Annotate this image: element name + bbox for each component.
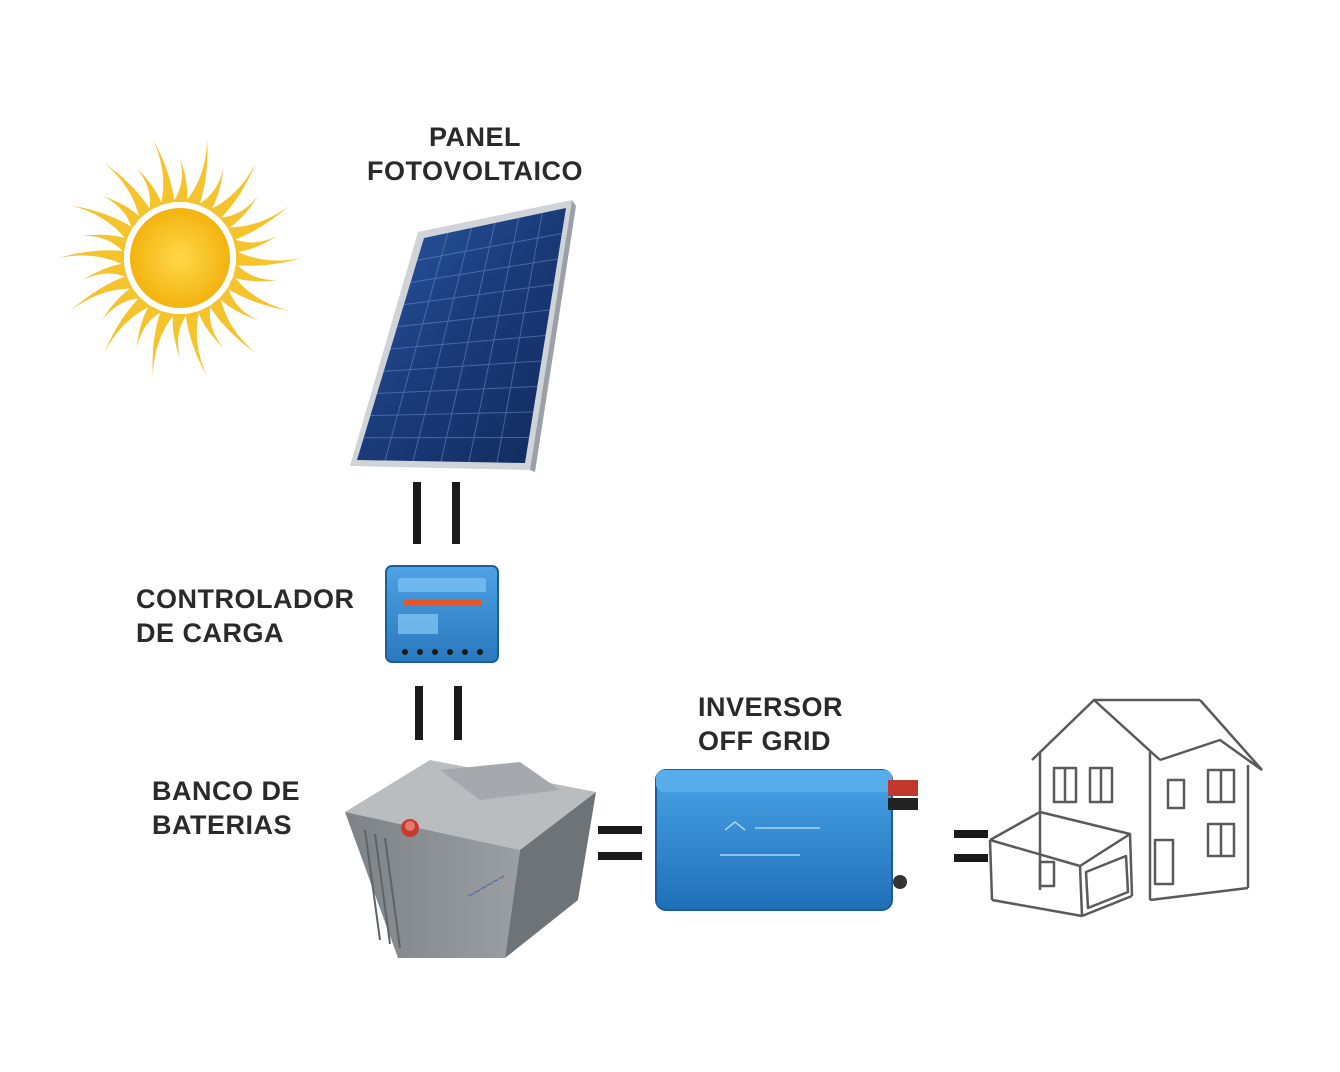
panel-label-line-2: FOTOVOLTAICO (367, 156, 583, 186)
inverter-house-connector (954, 830, 988, 862)
battery-inverter-connector (598, 826, 642, 860)
sun-ray (103, 162, 151, 219)
sun-ray (185, 139, 208, 205)
inverter-label-line-1: INVERSOR (698, 692, 844, 722)
controller-label-line-2: DE CARGA (136, 618, 285, 648)
sun-ray (136, 305, 163, 349)
sun-ray (209, 162, 257, 219)
sun-ray (152, 311, 175, 377)
sun-ray (70, 275, 133, 311)
battery-label: BANCO DE BATERIAS (152, 774, 300, 842)
sun-ray (103, 297, 151, 354)
sun-icon (58, 139, 302, 377)
sun-ray (197, 305, 224, 349)
sun-ray (101, 287, 141, 321)
battery-icon: ~~~~~~ (345, 760, 596, 958)
battery-label-line-2: BATERIAS (152, 810, 293, 840)
battery-label-line-1: BANCO DE (152, 776, 301, 806)
sun-core (130, 208, 230, 308)
sun-ray (82, 234, 127, 253)
sun-ray (172, 314, 187, 358)
sun-ray (101, 195, 141, 229)
sun-ray (233, 235, 278, 253)
sun-ray (219, 287, 259, 321)
controller-battery-connector (415, 686, 462, 740)
sun-ray (152, 139, 175, 205)
sun-ray (236, 251, 302, 266)
controller-label-line-1: CONTROLADOR (136, 584, 355, 614)
panel-label-line-1: PANEL (428, 122, 521, 152)
solar-panel-icon (350, 200, 576, 472)
sun-ray (58, 250, 124, 265)
controller-label: CONTROLADOR DE CARGA (136, 582, 354, 650)
sun-ray (227, 205, 290, 241)
inverter-icon (655, 769, 918, 911)
sun-ray (70, 205, 133, 241)
sun-ray (219, 195, 259, 229)
sun-ray (82, 263, 127, 281)
panel-label: PANEL FOTOVOLTAICO (360, 120, 590, 188)
panel-controller-connector (413, 482, 460, 544)
sun-ray (233, 263, 278, 282)
sun-ray (173, 158, 188, 202)
house-icon (988, 698, 1263, 918)
inverter-label-line-2: OFF GRID (698, 726, 831, 756)
inverter-label: INVERSOR OFF GRID (698, 690, 843, 758)
sun-ray (185, 311, 208, 377)
sun-ray (136, 167, 163, 211)
charge-controller-icon (385, 565, 499, 663)
sun-ray (227, 275, 290, 311)
sun-ray (209, 297, 257, 354)
sun-ray (197, 167, 224, 211)
